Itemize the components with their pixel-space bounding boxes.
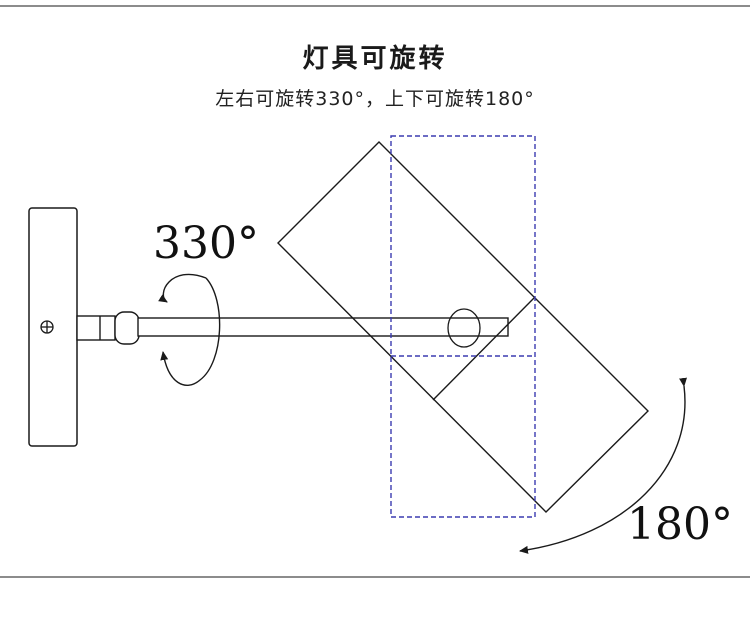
arm-joint <box>76 311 140 345</box>
screw-icon <box>40 320 54 334</box>
page-subtitle: 左右可旋转330°，上下可旋转180° <box>215 88 535 110</box>
horizontal-rotation-arrow <box>158 273 221 386</box>
horizontal-rotation-label: 330° <box>153 218 259 269</box>
vertical-rotation-label: 180° <box>627 499 733 550</box>
page-title: 灯具可旋转 <box>302 44 448 74</box>
bottom-divider <box>0 576 750 578</box>
top-divider <box>0 5 750 7</box>
pivot-circle <box>447 308 481 348</box>
lamp-arm <box>137 317 509 337</box>
lamp-head-vertical-outline <box>390 135 536 518</box>
vertical-rotation-arrow <box>519 377 688 554</box>
